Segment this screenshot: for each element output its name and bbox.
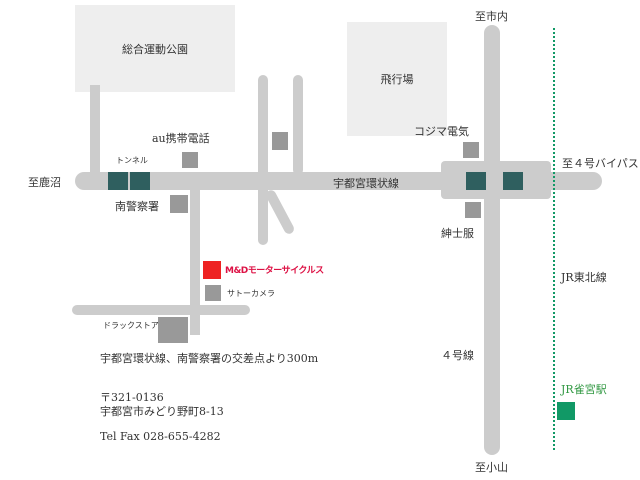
kojima-label: コジマ電気 [414, 125, 469, 138]
postal-code: 〒321-0136 [100, 391, 164, 404]
shop-marker [203, 261, 221, 279]
to-city-label: 至市内 [475, 10, 508, 23]
suit-label: 紳士服 [441, 227, 474, 240]
park: 総合運動公園 [75, 5, 235, 92]
airport: 飛行場 [347, 22, 447, 136]
jr-station-label: JR雀宮駅 [561, 383, 607, 396]
signal-mark [503, 172, 523, 190]
directions-text: 宇都宮環状線、南警察署の交差点より300m [100, 352, 319, 365]
to-bypass-label: 至４号バイパス [562, 157, 639, 170]
camera-label: サトーカメラ [227, 289, 275, 298]
jr-line-label: JR東北線 [561, 271, 607, 284]
jr-line [553, 28, 555, 450]
phone: Tel Fax 028-655-4282 [100, 430, 221, 443]
road [72, 305, 250, 315]
tunnel-label: トンネル [116, 156, 148, 165]
au-shop-marker [182, 152, 198, 168]
signal-mark [466, 172, 486, 190]
airport-label: 飛行場 [380, 73, 414, 86]
au-label: au携帯電話 [152, 132, 210, 145]
road [190, 180, 200, 335]
to-kanuma-label: 至鹿沼 [28, 176, 61, 189]
route4-road [484, 25, 500, 455]
police-label: 南警察署 [115, 200, 159, 213]
ring-road-label: 宇都宮環状線 [333, 177, 399, 190]
road [90, 85, 100, 185]
route4-label: ４号線 [441, 349, 474, 362]
tunnel-mark [130, 172, 150, 190]
drugstore-label: ドラックストア [103, 321, 159, 330]
police-marker [170, 195, 188, 213]
camera-marker [205, 285, 221, 301]
address: 宇都宮市みどり野町8-13 [100, 405, 224, 418]
road [264, 188, 296, 236]
suit-marker [465, 202, 481, 218]
tunnel-mark [108, 172, 128, 190]
to-oyama-label: 至小山 [475, 461, 508, 474]
shop-label: M&Dモーターサイクルス [225, 266, 324, 276]
drugstore-marker [158, 317, 188, 343]
park-label: 総合運動公園 [122, 42, 188, 56]
station-marker [557, 402, 575, 420]
road [293, 75, 303, 175]
building-marker [272, 132, 288, 150]
road [258, 75, 268, 245]
kojima-marker [463, 142, 479, 158]
